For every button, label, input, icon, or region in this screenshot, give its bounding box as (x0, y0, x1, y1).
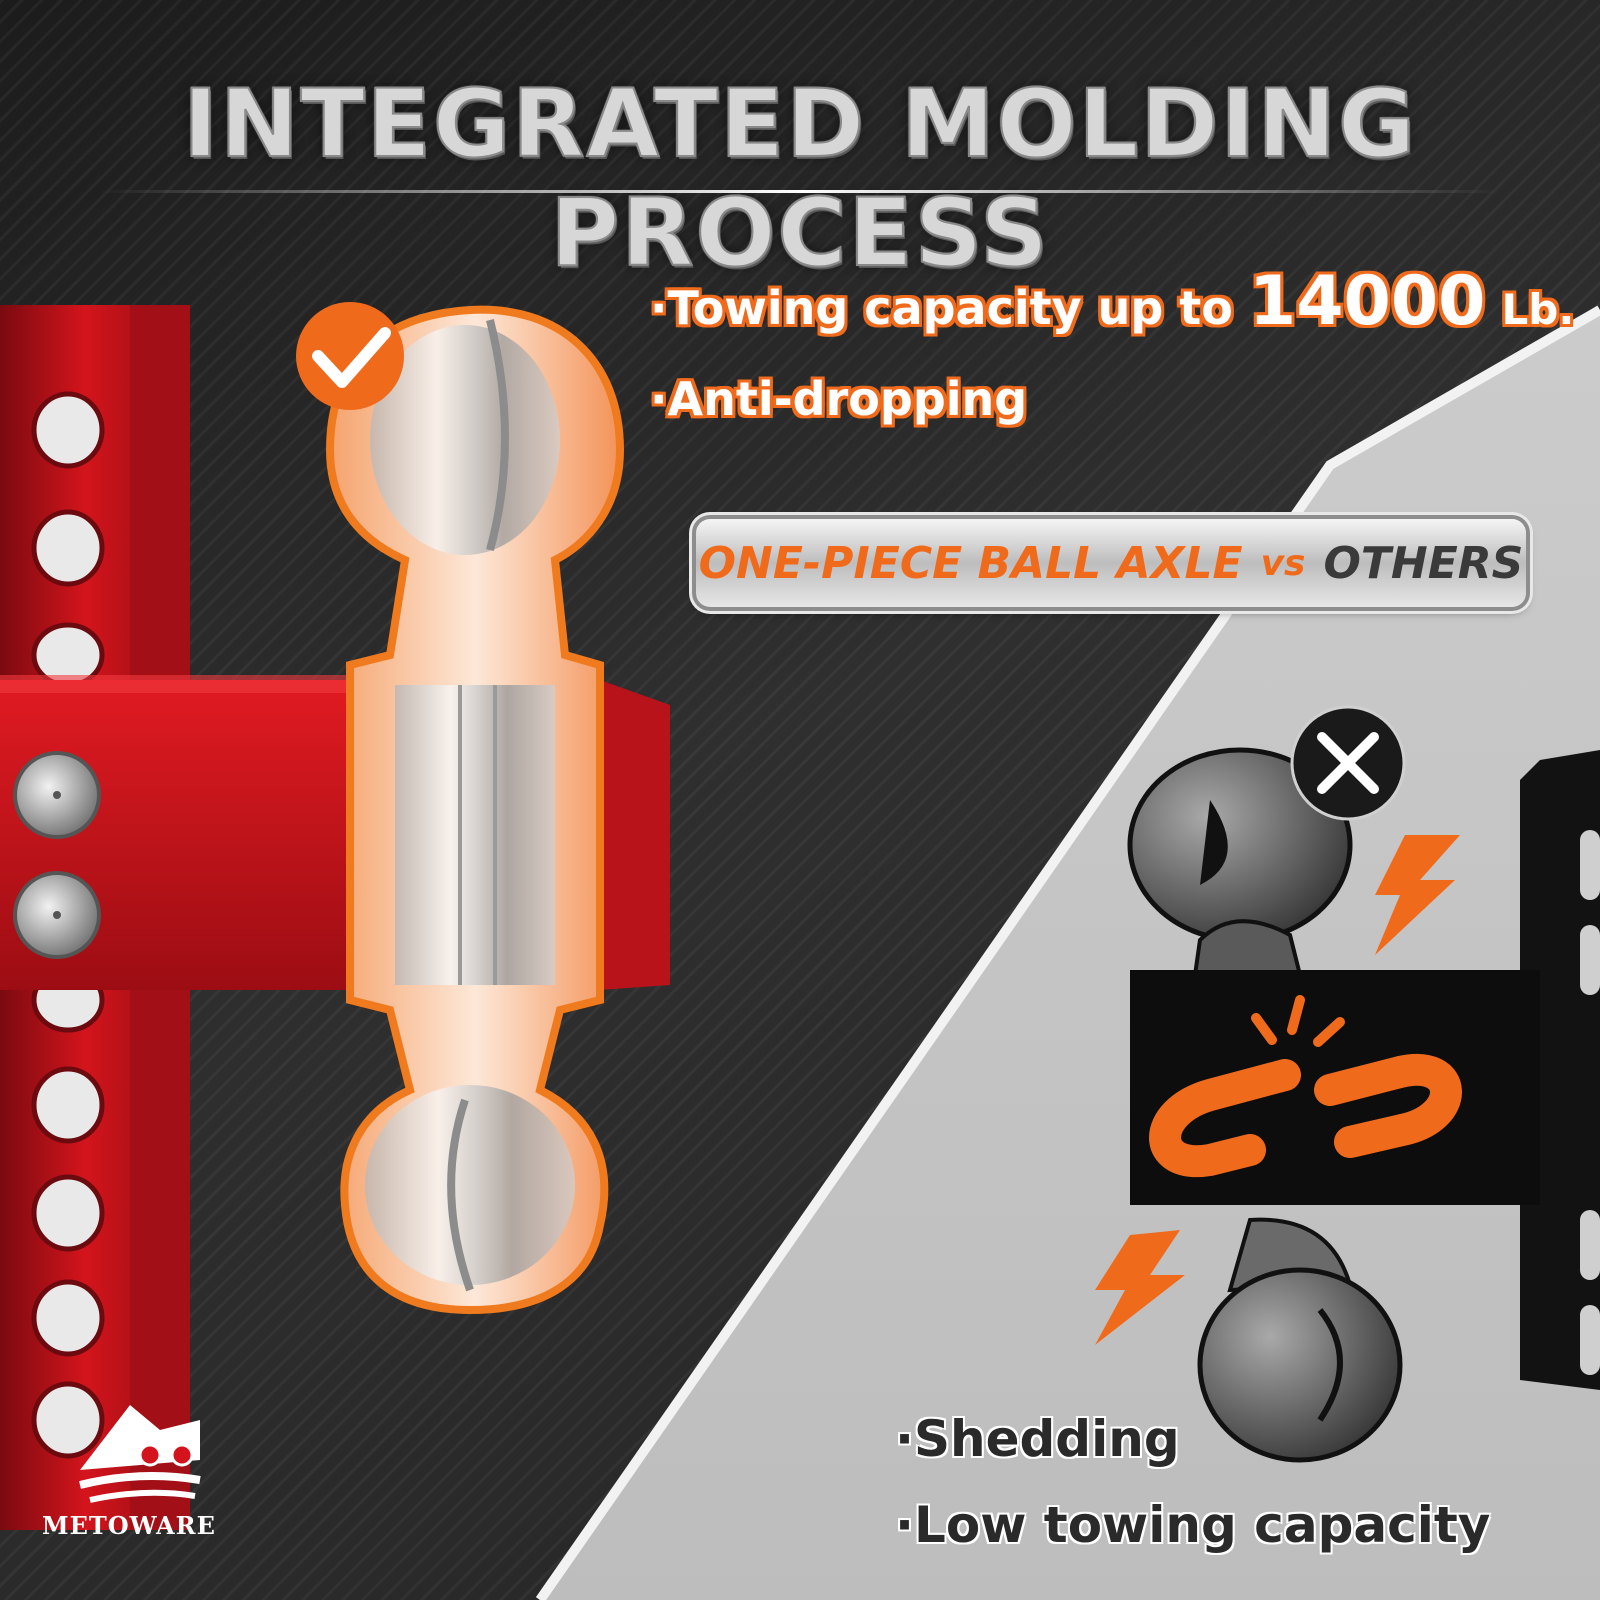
feature-towing-value: 14000 (1248, 262, 1486, 341)
feature-towing-capacity: ·Towing capacity up to 14000 Lb. (650, 262, 1574, 341)
comparison-left-label: ONE-PIECE BALL AXLE (698, 537, 1243, 589)
bullet-dot: · (895, 1496, 914, 1554)
bullet-dot: · (650, 372, 668, 426)
brand-name: METOWARE (42, 1511, 216, 1540)
feature-towing-unit: Lb. (1501, 285, 1575, 334)
feature-anti-dropping-text: Anti-dropping (667, 372, 1028, 426)
comparison-banner: ONE-PIECE BALL AXLE vs OTHERS (696, 519, 1526, 607)
drawback-shedding: ·Shedding (895, 1410, 1180, 1468)
drawback-low-towing-text: Low towing capacity (914, 1496, 1491, 1554)
drawback-low-towing: ·Low towing capacity (895, 1496, 1490, 1554)
comparison-right-label: OTHERS (1323, 537, 1524, 589)
bullet-dot: · (895, 1410, 914, 1468)
bullet-dot: · (650, 281, 668, 335)
headline-title: INTEGRATED MOLDING PROCESS (182, 69, 1418, 289)
feature-towing-prefix: Towing capacity up to (667, 281, 1249, 335)
drawback-shedding-text: Shedding (914, 1410, 1180, 1468)
feature-anti-dropping: ·Anti-dropping (650, 372, 1027, 426)
comparison-vs-label: vs (1260, 542, 1306, 584)
title-underline (100, 190, 1500, 193)
